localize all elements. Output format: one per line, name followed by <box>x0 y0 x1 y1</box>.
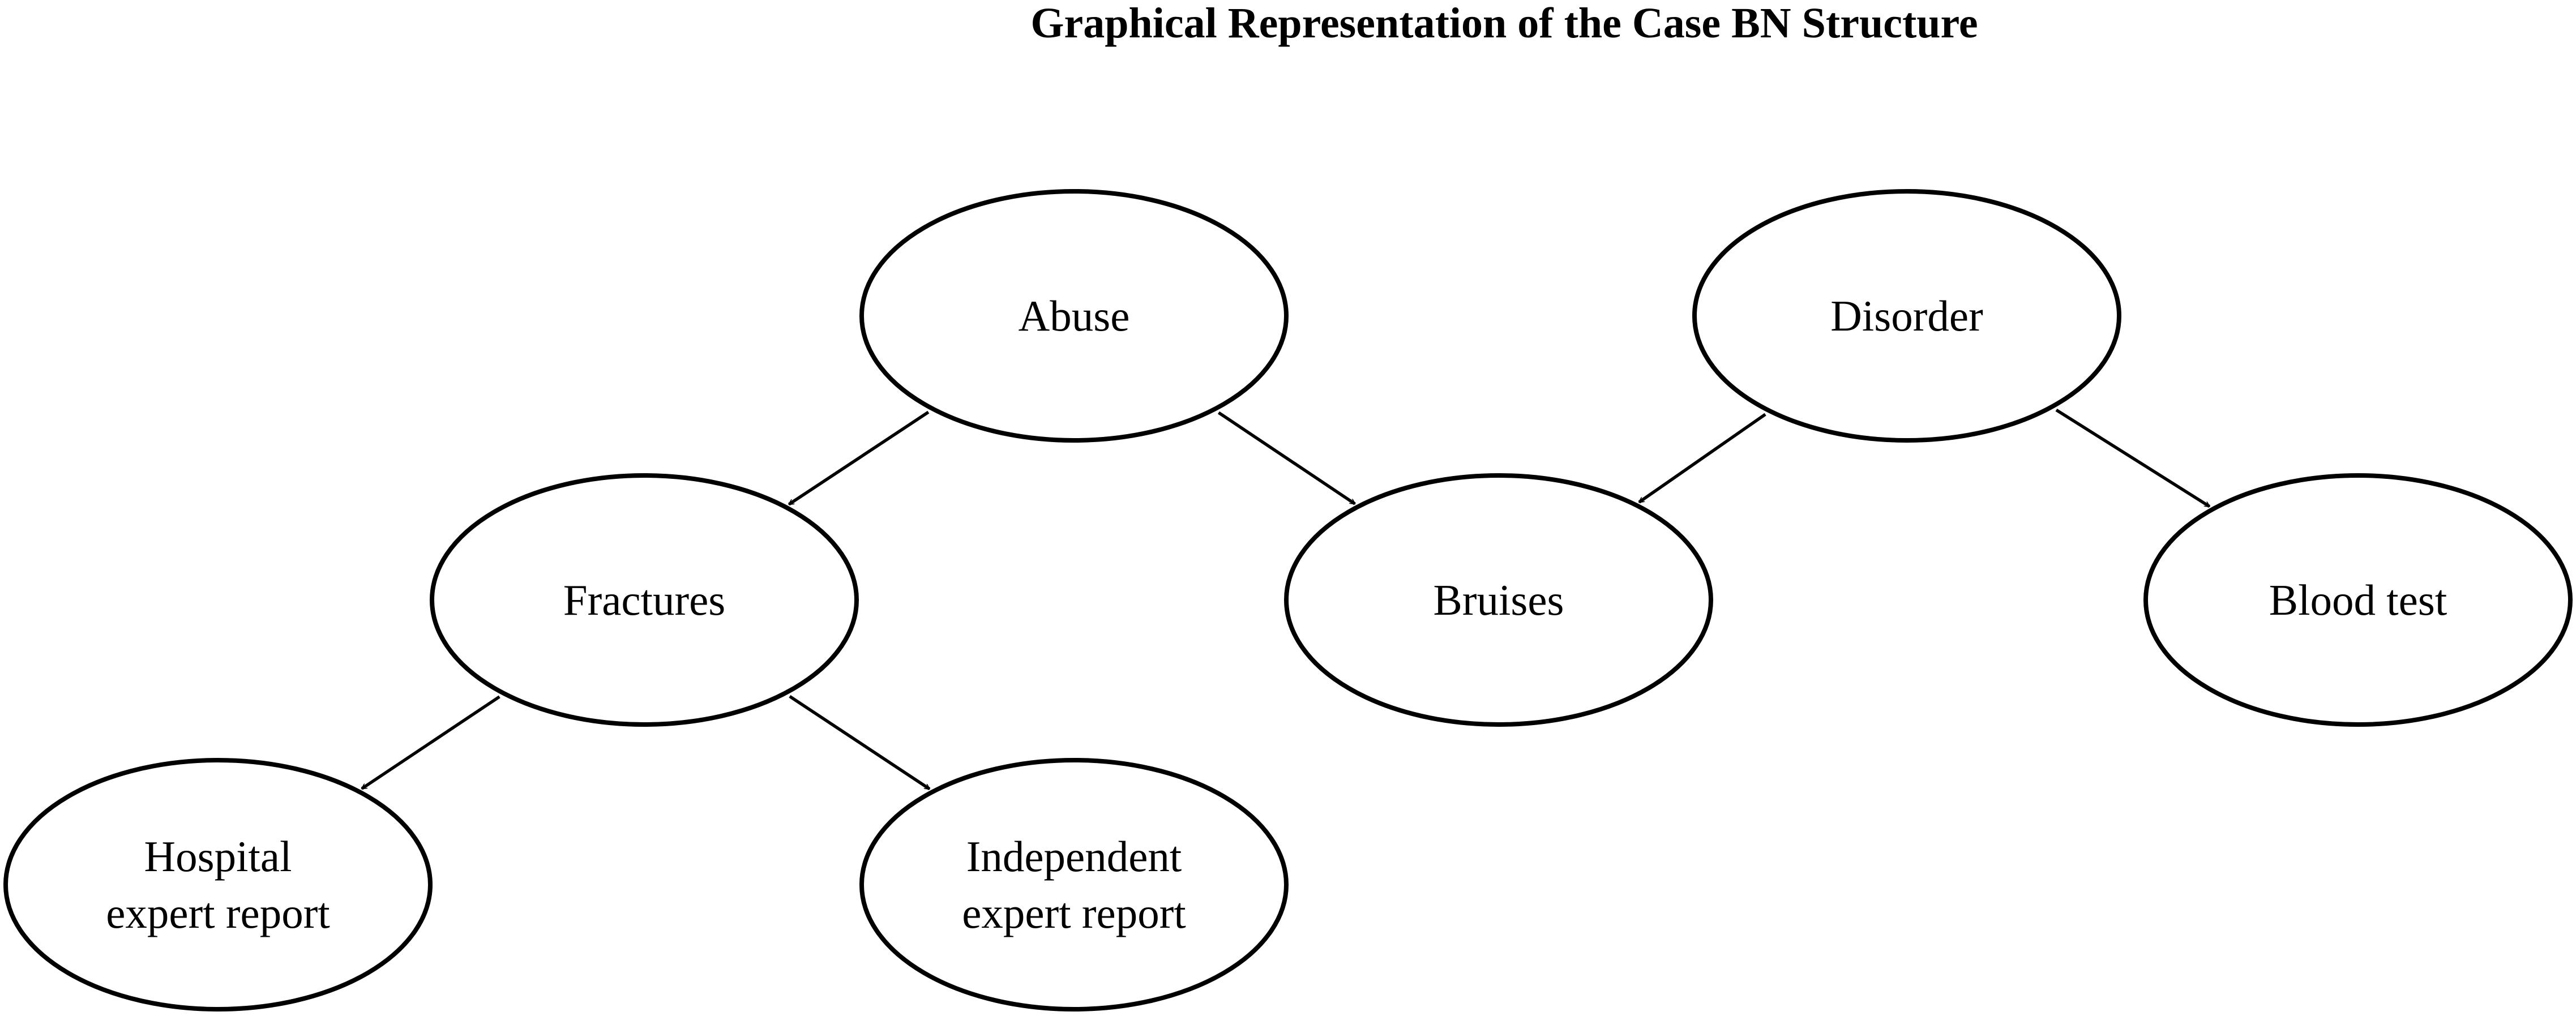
diagram-title: Graphical Representation of the Case BN … <box>1030 0 1978 47</box>
edge-disorder-to-bruises <box>1639 413 1766 504</box>
node-disorder: Disorder <box>1692 189 2121 443</box>
node-blood-test: Blood test <box>2143 473 2573 727</box>
node-label: Hospital <box>144 832 292 881</box>
node-bruises: Bruises <box>1284 473 1713 727</box>
node-ellipse <box>859 758 1289 1011</box>
node-label: Bruises <box>1434 576 1564 624</box>
node-ellipse <box>1692 189 2121 443</box>
node-ellipse <box>2143 473 2573 727</box>
node-abuse: Abuse <box>859 189 1289 443</box>
edge-fractures-to-independent-expert-report <box>789 695 930 791</box>
node-label: Fractures <box>563 576 726 624</box>
node-ellipse <box>3 758 433 1011</box>
node-label: Disorder <box>1830 292 1983 340</box>
edge-abuse-to-fractures <box>789 410 930 506</box>
node-label: expert report <box>962 889 1186 937</box>
node-label: expert report <box>106 889 330 937</box>
edge-fractures-to-hospital-expert-report <box>362 695 500 790</box>
node-label: Independent <box>966 832 1182 881</box>
edges-layer <box>362 408 2210 791</box>
node-hospital-expert-report: Hospital expert report <box>3 758 433 1011</box>
node-ellipse <box>1284 473 1713 727</box>
node-fractures: Fractures <box>430 473 859 727</box>
edge-abuse-to-bruises <box>1217 411 1355 505</box>
node-independent-expert-report: Independent expert report <box>859 758 1289 1011</box>
node-label: Abuse <box>1019 292 1130 340</box>
node-label: Blood test <box>2269 576 2447 624</box>
edge-disorder-to-blood-test <box>2055 408 2210 508</box>
node-ellipse <box>859 189 1289 443</box>
node-ellipse <box>430 473 859 727</box>
